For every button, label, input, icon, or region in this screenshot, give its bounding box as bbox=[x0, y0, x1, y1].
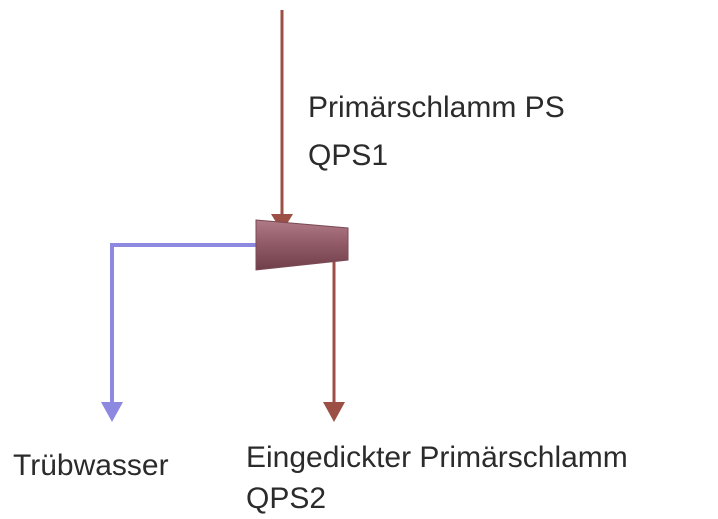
inlet-flow-label: QPS1 bbox=[308, 139, 388, 172]
inlet-flow-line bbox=[271, 10, 293, 232]
thickened-sludge-flow-label: QPS2 bbox=[246, 482, 326, 515]
turbid-water-arrowhead bbox=[101, 402, 123, 422]
thickened-sludge-arrowhead bbox=[323, 402, 345, 422]
thickener-icon bbox=[255, 219, 349, 271]
inlet-name-label: Primärschlamm PS bbox=[308, 91, 565, 124]
thickened-sludge-name-label: Eingedickter Primärschlamm bbox=[246, 441, 628, 474]
thickened-sludge-flow-line bbox=[323, 262, 345, 422]
turbid-water-flow-line bbox=[101, 243, 262, 422]
turbid-water-label: Trübwasser bbox=[13, 449, 169, 482]
